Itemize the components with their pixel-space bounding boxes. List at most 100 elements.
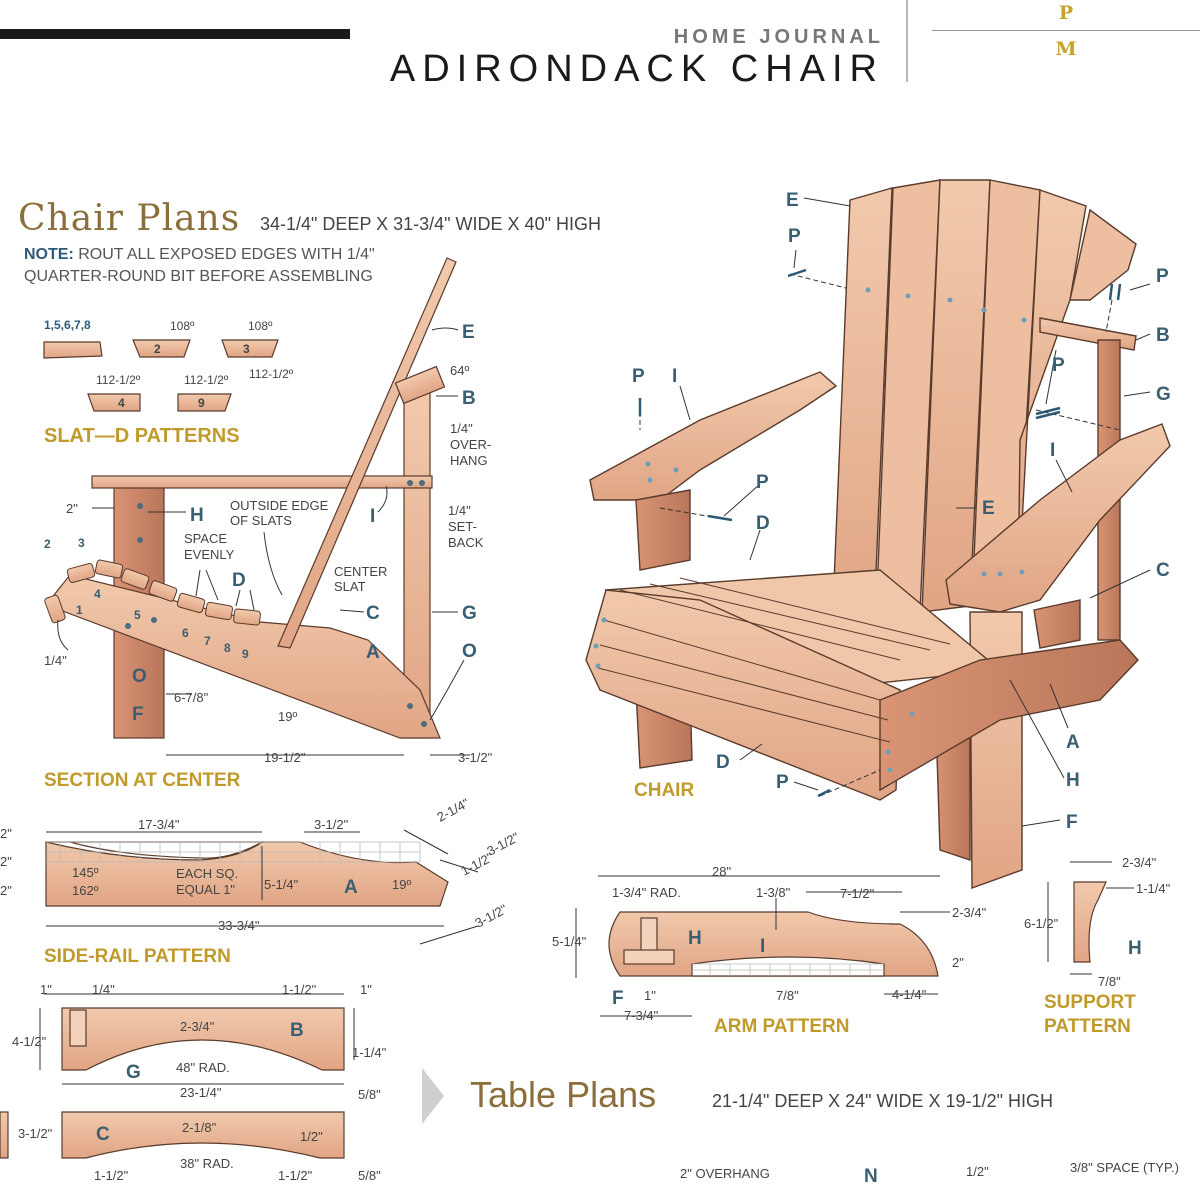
rail-angle-162: 162º: [72, 883, 99, 898]
table-overhang: 2" OVERHANG: [680, 1166, 770, 1181]
rail-dim-1-1-2: 1-1/2": [458, 849, 496, 879]
setback-line-1: 1/4": [448, 503, 471, 518]
chair-label-g: G: [1156, 384, 1171, 405]
support-dim-1-1-4: 1-1/4": [1136, 881, 1171, 896]
rail-angle-19: 19º: [392, 877, 411, 892]
slat-number-9: 9: [198, 396, 205, 410]
label-c: C: [366, 603, 380, 624]
chair-label-p3: P: [1052, 355, 1065, 376]
bb-dim-1: 1": [40, 982, 52, 997]
chair-label-a: A: [1066, 732, 1080, 753]
table-plans-heading: Table Plans: [470, 1074, 656, 1115]
outside-edge-line-1: OUTSIDE EDGE: [230, 498, 329, 513]
arm-dim-7-3-4: 7-3/4": [624, 1008, 659, 1023]
arm-part-i: I: [760, 936, 765, 957]
section-view: [49, 257, 457, 739]
slat-num-6: 6: [182, 626, 189, 640]
chair-label-i2: I: [1050, 440, 1055, 461]
slat-pattern-2: [132, 339, 191, 358]
section-seat-slats: [44, 559, 261, 626]
slat-pattern-1: [43, 341, 103, 359]
arm-dim-28: 28": [712, 864, 731, 879]
slat-angle-112b: 112-1/2º: [96, 373, 141, 387]
fb-dim-2-1-8: 2-1/8": [182, 1120, 217, 1135]
support-dim-7-8: 7/8": [1098, 974, 1121, 989]
rail-dim-33-3-4: 33-3/4": [218, 918, 260, 933]
arm-caption: ARM PATTERN: [714, 1016, 849, 1037]
arm-dim-7-8: 7/8": [776, 988, 799, 1003]
dim-6-7-8: 6-7/8": [174, 690, 209, 705]
label-f: F: [132, 704, 144, 725]
dim-19-1-2: 19-1/2": [264, 750, 306, 765]
bb-dim-1-b: 1": [360, 982, 372, 997]
setback-line-3: BACK: [448, 535, 484, 550]
slat-num-5: 5: [134, 608, 141, 622]
space-evenly-line-2: EVENLY: [184, 547, 235, 562]
fb-dim-1-1-2: 1-1/2": [94, 1168, 129, 1183]
angle-19: 19º: [278, 709, 297, 724]
support-caption-2: PATTERN: [1044, 1016, 1131, 1037]
overhang-line-2: OVER-: [450, 437, 491, 452]
fb-dim-38-rad: 38" RAD.: [180, 1156, 234, 1171]
logo-rule: [932, 30, 1200, 31]
slat-angle-108a: 108º: [170, 319, 195, 333]
rail-dim-3-1-2-c: 3-1/2": [472, 901, 510, 931]
slat-num-9: 9: [242, 647, 249, 661]
front-brace-pattern: [0, 1111, 345, 1159]
chair-dimensions: 34-1/4" DEEP X 31-3/4" WIDE X 40" HIGH: [260, 214, 601, 234]
back-brace-b: [394, 365, 446, 405]
center-slat-line-2: SLAT: [334, 579, 366, 594]
slat-patterns-caption: SLAT—D PATTERNS: [44, 425, 240, 447]
outside-edge-line-2: OF SLATS: [230, 513, 292, 528]
page-title: ADIRONDACK CHAIR: [389, 48, 884, 90]
slat-patterns: [43, 339, 279, 412]
fb-dim-1-2: 1/2": [300, 1129, 323, 1144]
back-slat-e: [277, 257, 457, 649]
fb-dim-5-8: 5/8": [358, 1168, 381, 1183]
slat-num-7: 7: [204, 634, 211, 648]
table-dim-1-2: 1/2": [966, 1164, 989, 1179]
label-a: A: [366, 642, 380, 663]
bb-part-g: G: [126, 1062, 141, 1083]
chair-label-e: E: [786, 190, 799, 211]
arm-pattern: [608, 911, 939, 977]
fb-dim-1-1-2-b: 1-1/2": [278, 1168, 313, 1183]
arm-dim-1: 1": [644, 988, 656, 1003]
bb-dim-1-1-2: 1-1/2": [282, 982, 317, 997]
header-rule: [0, 29, 350, 39]
chair-label-d2: D: [716, 752, 730, 773]
arm-dim-1-3-8: 1-3/8": [756, 885, 791, 900]
bb-dim-2-3-4: 2-3/4": [180, 1019, 215, 1034]
slat-pattern-9: [177, 393, 232, 412]
arm-part-f: F: [612, 988, 624, 1009]
arm-i: [91, 475, 433, 489]
rail-dim-17-3-4: 17-3/4": [138, 817, 180, 832]
chair-label-e2: E: [982, 498, 995, 519]
section-caption: SECTION AT CENTER: [44, 770, 241, 791]
fb-part-c: C: [96, 1124, 110, 1145]
chair-plans-heading: Chair Plans: [18, 198, 241, 239]
dim-quarter: 1/4": [44, 653, 67, 668]
support-dim-2-3-4: 2-3/4": [1122, 855, 1157, 870]
chair-label-b: B: [1156, 325, 1170, 346]
rail-left-dim-2: 2": [0, 854, 12, 869]
overhang-line-1: 1/4": [450, 421, 473, 436]
chair-label-i1: I: [672, 366, 677, 387]
rail-each-sq-1: EACH SQ.: [176, 866, 238, 881]
slat-num-3: 3: [78, 536, 85, 550]
table-arrow-icon: [422, 1068, 444, 1124]
label-h: H: [190, 505, 204, 526]
slat-angle-108b: 108º: [248, 319, 273, 333]
rail-part-a: A: [344, 877, 358, 898]
angle-64: 64º: [450, 363, 469, 378]
rail-dim-2-1-4: 2-1/4": [434, 795, 472, 825]
arm-dim-2-3-4: 2-3/4": [952, 905, 987, 920]
table-dimensions: 21-1/4" DEEP X 24" WIDE X 19-1/2" HIGH: [712, 1091, 1053, 1111]
slat-number-4: 4: [118, 396, 125, 410]
slat-num-1: 1: [76, 603, 83, 617]
support-dim-6-1-2: 6-1/2": [1024, 916, 1059, 931]
chair-label-p5: P: [756, 472, 769, 493]
chair-label-p2: P: [1156, 266, 1169, 287]
label-b: B: [462, 388, 476, 409]
